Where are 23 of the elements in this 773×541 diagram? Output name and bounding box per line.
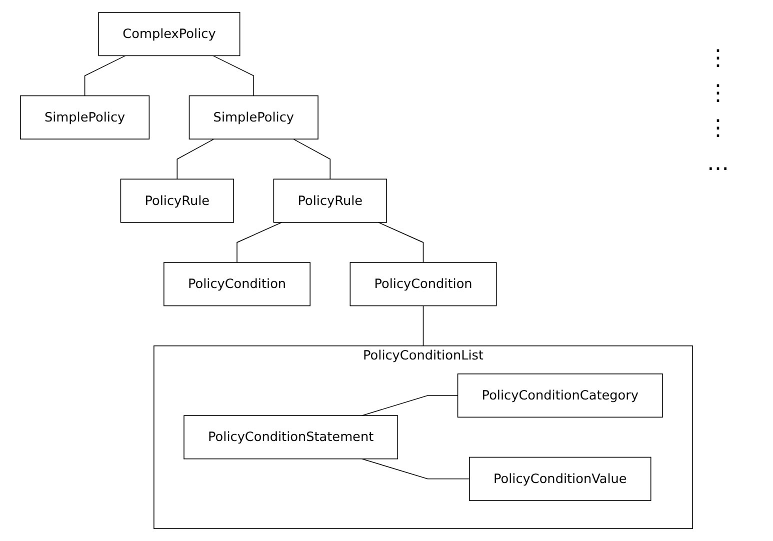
- connector: [292, 138, 331, 180]
- node-box: PolicyConditionValue: [469, 456, 652, 501]
- node-box: SimplePolicy: [20, 95, 150, 140]
- node-box: SimplePolicy: [188, 95, 318, 140]
- connector: [422, 305, 424, 346]
- ellipsis-mark: …: [707, 151, 730, 176]
- node-box: PolicyCondition: [164, 262, 310, 306]
- connector: [212, 55, 254, 96]
- connector: [84, 55, 126, 96]
- node-box: PolicyCondition: [350, 262, 497, 306]
- ellipsis-mark: ⋮: [707, 81, 730, 106]
- connector: [362, 395, 458, 416]
- node-box: PolicyConditionCategory: [457, 374, 663, 418]
- connector: [378, 222, 424, 263]
- node-box: PolicyRule: [120, 178, 234, 223]
- node-box: ComplexPolicy: [98, 12, 240, 56]
- node-box: PolicyConditionStatement: [184, 415, 398, 460]
- node-box: PolicyRule: [273, 178, 387, 223]
- connector: [236, 222, 282, 263]
- ellipsis-mark: ⋮: [707, 116, 730, 141]
- connector: [176, 138, 214, 180]
- ellipsis-mark: ⋮: [707, 46, 730, 71]
- connector: [362, 458, 470, 480]
